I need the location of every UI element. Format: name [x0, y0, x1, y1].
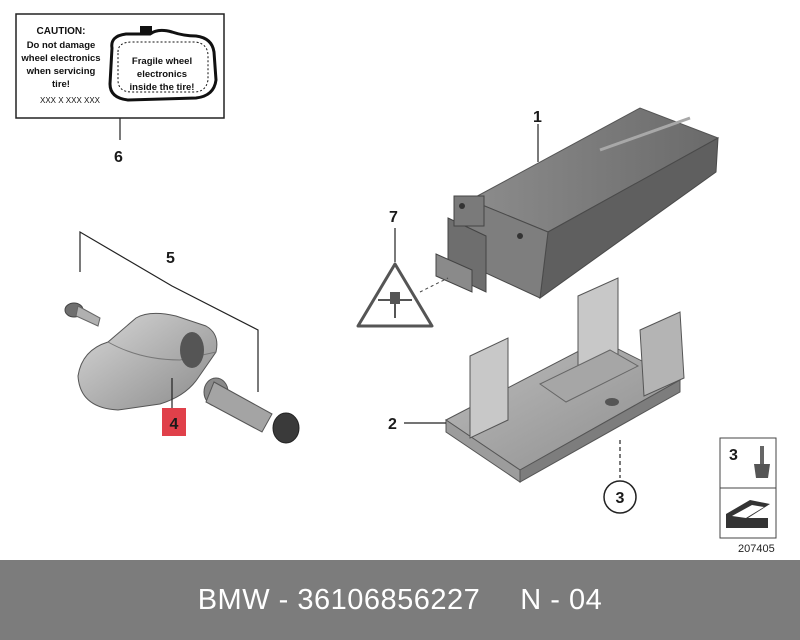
- caution-code: XXX X XXX XXX: [40, 96, 101, 105]
- caution-label: CAUTION: Do not damage wheel electronics…: [15, 13, 225, 119]
- figure-id: 207405: [738, 543, 775, 555]
- tire-text-2: electronics: [137, 69, 187, 80]
- tire-text-1: Fragile wheel: [132, 56, 192, 67]
- parts-diagram: CAUTION: Do not damage wheel electronics…: [15, 13, 777, 555]
- page-code-text: N - 04: [520, 583, 603, 616]
- callout-4: 4: [170, 416, 179, 433]
- caution-line-3: when servicing: [26, 66, 96, 77]
- tire-icon: [108, 26, 218, 102]
- tire-text-3: inside the tire!: [130, 82, 195, 93]
- callout-3-circle: [603, 480, 637, 514]
- mounting-bracket: [445, 277, 685, 483]
- tire-valve: [203, 377, 300, 444]
- control-unit: [435, 107, 720, 300]
- rivet-icon: [754, 446, 770, 478]
- sensor-screw: [64, 302, 101, 327]
- arrow-icon: [726, 500, 770, 528]
- callout-6: 6: [114, 149, 123, 166]
- callout-7: 7: [389, 209, 398, 226]
- callout-2: 2: [388, 416, 397, 433]
- leader-line-dashed: [419, 277, 449, 293]
- legend-box: 3 207405: [719, 437, 777, 555]
- highlight-box: [162, 408, 186, 436]
- callout-1: 1: [533, 109, 542, 126]
- caution-heading: CAUTION:: [37, 26, 86, 37]
- caution-line-1: Do not damage: [27, 40, 96, 51]
- legend-number: 3: [729, 447, 738, 464]
- footer-bar: BMW - 36106856227 N - 04: [0, 560, 800, 640]
- leader-line-5: [79, 230, 259, 392]
- callout-5: 5: [166, 250, 175, 267]
- caution-line-2: wheel electronics: [20, 53, 100, 64]
- tire-pressure-sensor: [77, 312, 218, 411]
- electrostatic-warning-icon: [356, 262, 434, 328]
- callout-3: 3: [616, 490, 625, 507]
- part-number-text: BMW - 36106856227: [197, 583, 481, 616]
- caution-line-4: tire!: [52, 79, 70, 90]
